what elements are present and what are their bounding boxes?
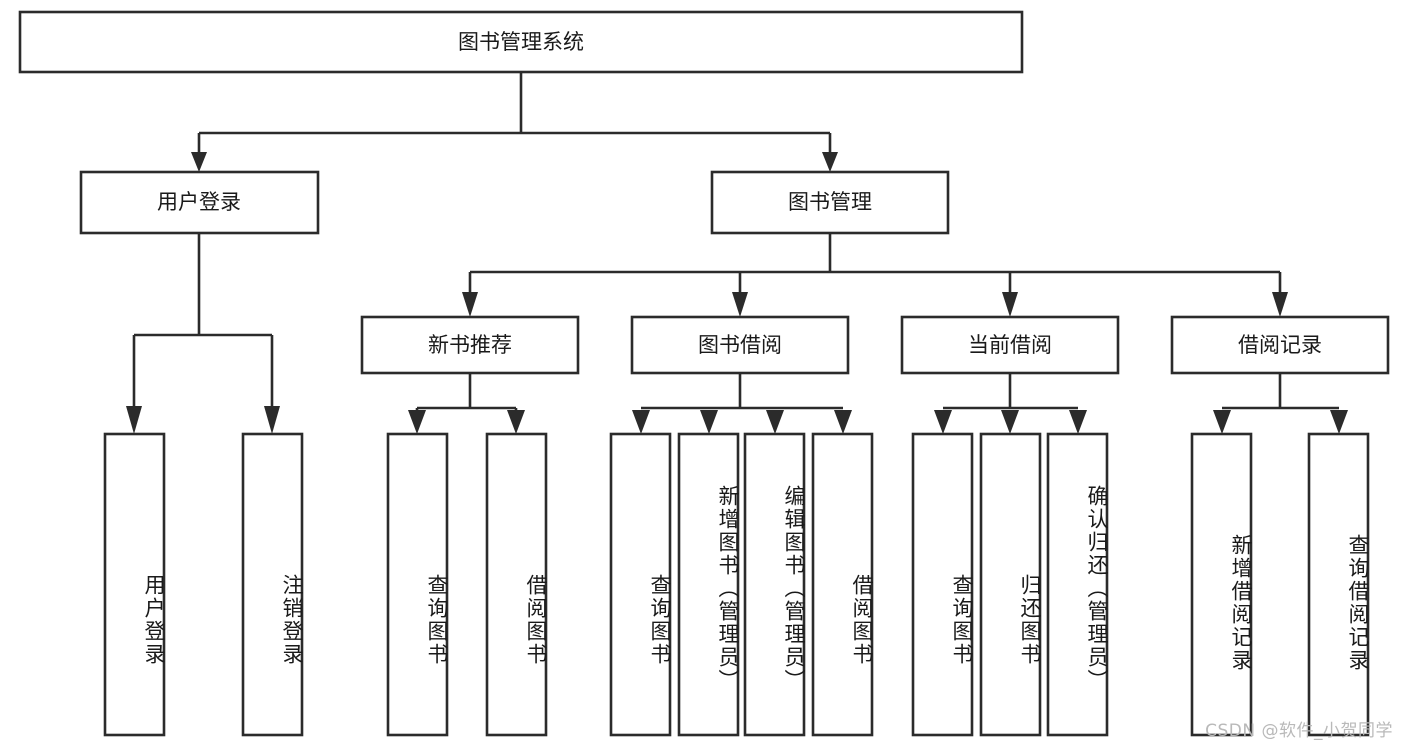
leaf-box-current-borrow-1[interactable] (979, 432, 1042, 737)
arrowhead-book-manage (822, 152, 838, 172)
leaf-box-user-login-0[interactable] (103, 432, 166, 737)
watermark-text: CSDN @软件_小贺同学 (1205, 721, 1393, 741)
node-book-borrow-label: 图书借阅 (698, 333, 782, 357)
leaf-box-new-book-rec-1[interactable] (485, 432, 548, 737)
leaf-box-book-borrow-0[interactable] (609, 432, 672, 737)
arrowhead-borrow-record (1272, 292, 1288, 317)
node-root-box[interactable] (18, 10, 1024, 74)
connector-layer (126, 72, 1348, 434)
arrowhead-book-borrow (732, 292, 748, 317)
leaf-box-new-book-rec-0[interactable] (386, 432, 449, 737)
arrowhead-leaf-book-borrow-0 (632, 410, 650, 434)
leaf-box-book-borrow-3[interactable] (811, 432, 874, 737)
node-borrow-record-box[interactable] (1170, 315, 1390, 375)
node-layer: 图书管理系统 用户登录 图书管理 新书推荐 图书借阅 当前借阅 借阅记录 (18, 10, 1390, 737)
arrowhead-leaf-book-borrow-1 (700, 410, 718, 434)
arrowhead-leaf-user-login-1 (264, 406, 280, 434)
node-user-login-label: 用户登录 (157, 190, 241, 214)
arrowhead-leaf-borrow-record-1 (1330, 410, 1348, 434)
leaf-box-borrow-record-1[interactable] (1307, 432, 1370, 737)
arrowhead-leaf-new-book-rec-0 (408, 410, 426, 434)
arrowhead-leaf-book-borrow-2 (766, 410, 784, 434)
leaf-box-current-borrow-0[interactable] (911, 432, 974, 737)
leaf-box-current-borrow-2[interactable] (1046, 432, 1109, 737)
node-current-borrow-box[interactable] (900, 315, 1120, 375)
arrowhead-current-borrow (1002, 292, 1018, 317)
node-root-label: 图书管理系统 (458, 30, 584, 54)
arrowhead-new-book-rec (462, 292, 478, 317)
arrowhead-leaf-current-borrow-2 (1069, 410, 1087, 434)
leaf-box-book-borrow-1[interactable] (677, 432, 740, 737)
arrowhead-leaf-book-borrow-3 (834, 410, 852, 434)
node-new-book-rec-label: 新书推荐 (428, 333, 512, 357)
node-current-borrow-label: 当前借阅 (968, 333, 1052, 357)
node-new-book-rec-box[interactable] (360, 315, 580, 375)
arrowhead-leaf-current-borrow-1 (1001, 410, 1019, 434)
node-book-manage-box[interactable] (710, 170, 950, 235)
node-borrow-record-label: 借阅记录 (1238, 333, 1322, 357)
node-user-login-box[interactable] (79, 170, 320, 235)
arrowhead-leaf-user-login-0 (126, 406, 142, 434)
node-book-borrow-box[interactable] (630, 315, 850, 375)
leaf-box-user-login-1[interactable] (241, 432, 304, 737)
arrowhead-leaf-current-borrow-0 (934, 410, 952, 434)
arrowhead-leaf-borrow-record-0 (1213, 410, 1231, 434)
node-book-manage-label: 图书管理 (788, 190, 872, 214)
arrowhead-leaf-new-book-rec-1 (507, 410, 525, 434)
leaf-box-book-borrow-2[interactable] (743, 432, 806, 737)
leaf-box-borrow-record-0[interactable] (1190, 432, 1253, 737)
arrowhead-user-login (191, 152, 207, 172)
